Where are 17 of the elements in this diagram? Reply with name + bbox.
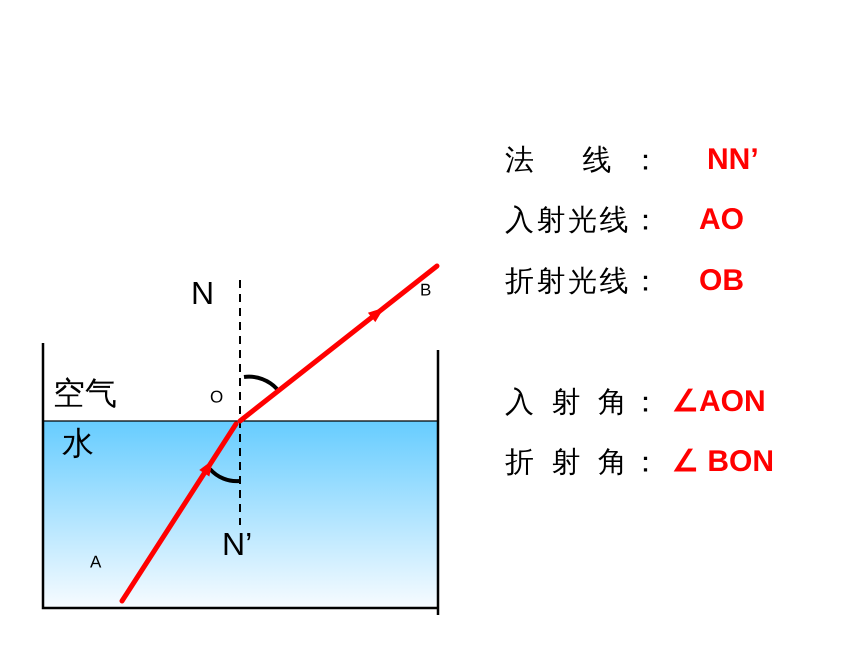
- point-label: O: [210, 388, 224, 406]
- label: N: [191, 277, 214, 309]
- label: N’: [222, 528, 252, 560]
- label: 入射光线：: [505, 206, 660, 234]
- label: ∠AON: [672, 387, 766, 417]
- label: 法 线：: [505, 146, 660, 174]
- point-label: B: [420, 282, 432, 298]
- label: AO: [699, 205, 744, 235]
- label: 入 射 角：: [505, 388, 660, 416]
- point-label: A: [90, 554, 102, 570]
- label: NN’: [707, 145, 759, 175]
- label: ∠ BON: [672, 447, 774, 477]
- label: 折 射 角：: [505, 448, 660, 476]
- label: 空气: [53, 377, 117, 409]
- label: OB: [699, 266, 744, 296]
- label: 水: [62, 427, 94, 459]
- label: 折射光线：: [505, 266, 660, 296]
